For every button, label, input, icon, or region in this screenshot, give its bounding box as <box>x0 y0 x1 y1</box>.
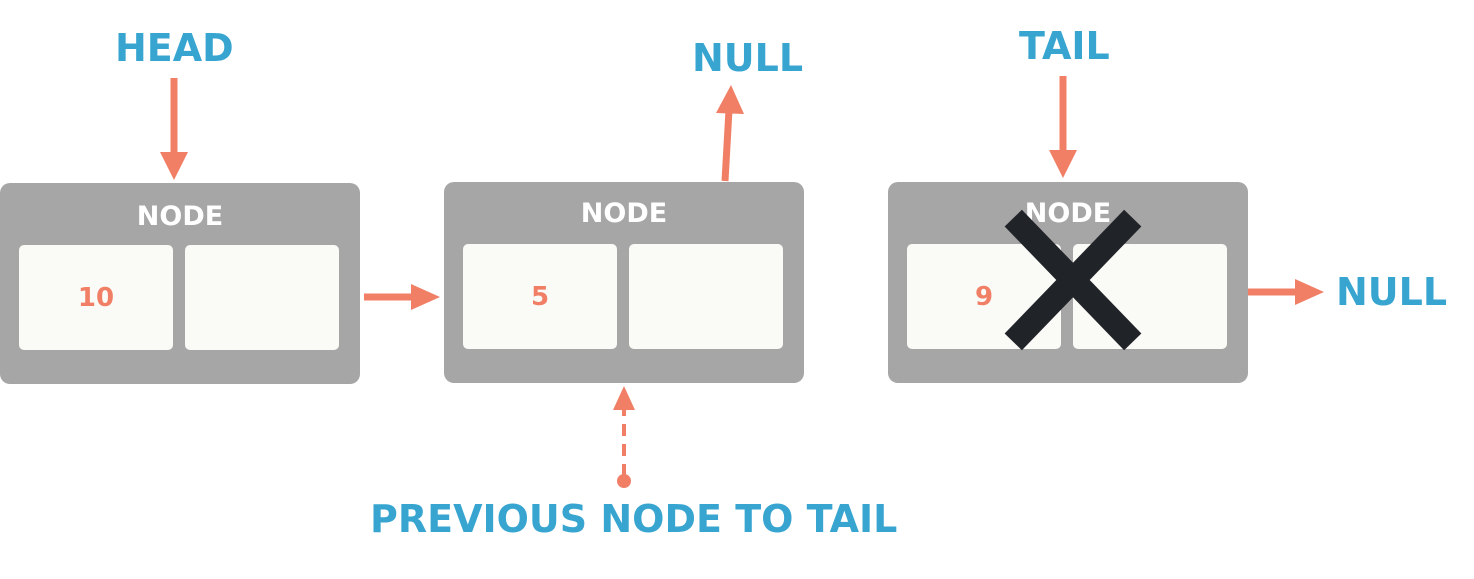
previous-node-label: PREVIOUS NODE TO TAIL <box>370 497 898 541</box>
next-arrow-node2-to-null <box>716 85 744 182</box>
next-arrow-node3-to-null <box>1248 279 1324 305</box>
node-1: NODE 10 <box>0 183 360 384</box>
node-value: 9 <box>975 281 994 312</box>
node-title: NODE <box>580 198 668 229</box>
null-label-top: NULL <box>692 36 804 80</box>
node-value: 5 <box>530 281 550 312</box>
node-next-cell <box>185 245 339 350</box>
next-arrow-node1-to-node2 <box>364 284 440 310</box>
previous-node-pointer-arrow <box>613 386 635 488</box>
node-2: NODE 5 <box>444 182 804 383</box>
node-data-cell: 5 <box>463 244 617 349</box>
node-title: NODE <box>1024 198 1112 229</box>
delete-cross-icon <box>1000 203 1146 357</box>
tail-pointer-arrow <box>1049 76 1077 178</box>
tail-label: TAIL <box>1019 24 1110 68</box>
head-pointer-arrow <box>160 78 188 180</box>
node-data-cell: 10 <box>19 245 173 350</box>
node-title: NODE <box>136 201 224 232</box>
node-next-cell <box>629 244 783 349</box>
null-label-right: NULL <box>1336 270 1448 314</box>
node-value: 10 <box>77 282 115 313</box>
head-label: HEAD <box>115 26 234 70</box>
